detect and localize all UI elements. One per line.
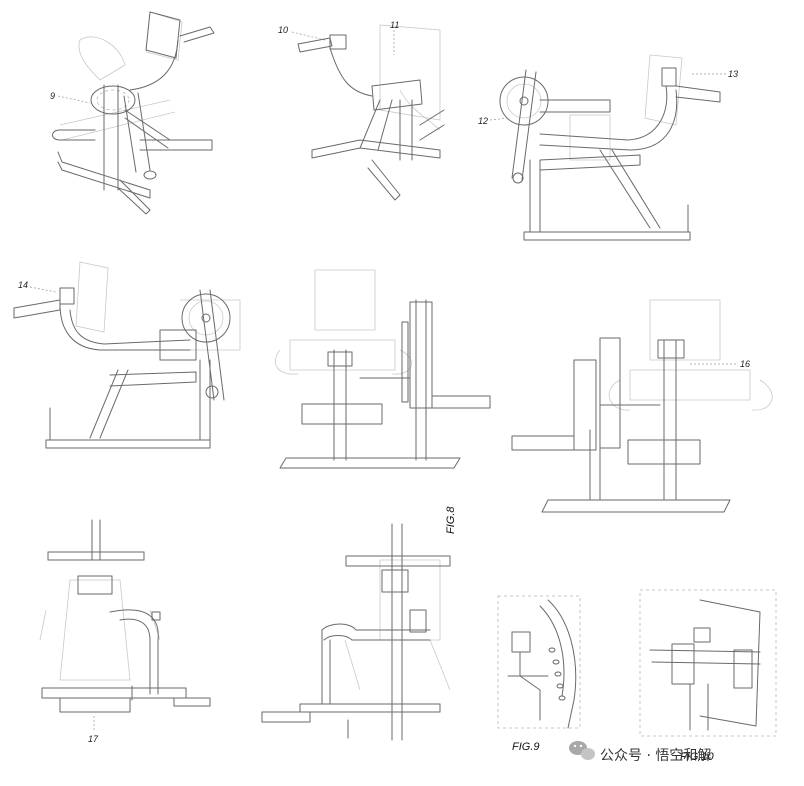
fig-10-caption: FIG.10 xyxy=(680,751,715,763)
reference-numerals: 9 10 11 12 13 14 16 17 xyxy=(18,20,750,744)
watermark-text: 公众号 · 悟空和解 xyxy=(600,748,711,764)
ref-16: 16 xyxy=(740,359,750,369)
watermark: 公众号 · 悟空和解 xyxy=(569,741,711,764)
ref-12: 12 xyxy=(478,116,488,126)
ref-13: 13 xyxy=(728,69,738,79)
view-top xyxy=(39,519,211,730)
wechat-bubbles-icon xyxy=(569,741,595,760)
ref-11: 11 xyxy=(390,20,399,30)
ref-9: 9 xyxy=(50,91,55,101)
figure-captions: FIG.8 FIG.9 FIG.10 xyxy=(445,506,715,763)
ref-14: 14 xyxy=(18,280,28,290)
ref-17: 17 xyxy=(88,734,99,744)
view-rear-perspective-lower xyxy=(261,523,451,741)
fig-9-caption: FIG.9 xyxy=(512,741,540,753)
view-perspective-rear xyxy=(291,24,445,201)
view-side-left xyxy=(13,261,241,449)
view-front-elevation xyxy=(275,269,491,469)
detail-fig10 xyxy=(639,589,777,737)
view-perspective-front xyxy=(52,11,215,215)
ref-10: 10 xyxy=(278,25,288,35)
fig-8-caption: FIG.8 xyxy=(445,506,457,534)
view-side-right xyxy=(489,54,726,241)
detail-fig9 xyxy=(497,595,581,729)
view-rear-elevation xyxy=(511,299,773,513)
